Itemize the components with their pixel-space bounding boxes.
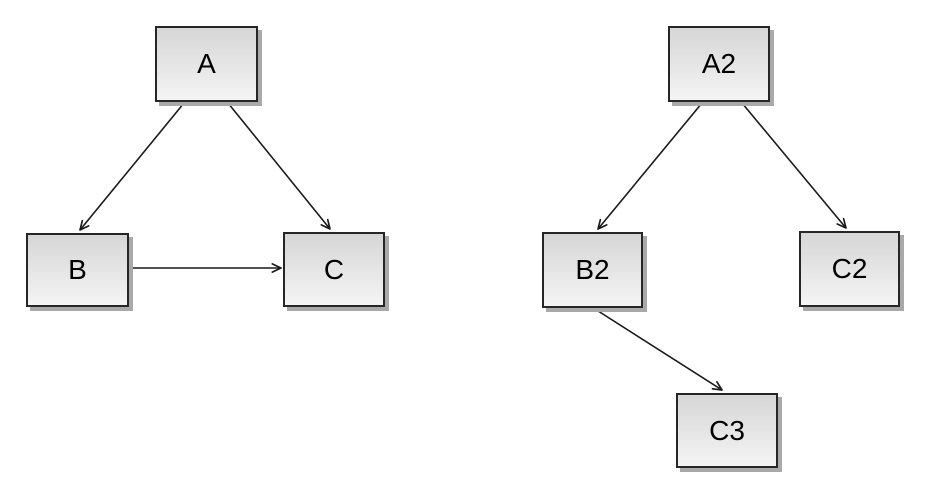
node-label: C3 — [709, 414, 745, 446]
node-B2: B2 — [542, 232, 643, 308]
node-C: C — [283, 232, 385, 307]
node-A: A — [155, 26, 258, 102]
node-label: A — [197, 48, 216, 79]
node-label: B2 — [575, 254, 610, 285]
node-C3: C3 — [676, 393, 778, 468]
node-A2: A2 — [668, 26, 770, 102]
node-label: C2 — [831, 253, 868, 284]
node-B: B — [26, 233, 129, 307]
node-label: A2 — [701, 48, 737, 79]
node-label: B — [68, 254, 87, 285]
node-C2: C2 — [799, 231, 900, 307]
node-label: C — [323, 253, 345, 285]
